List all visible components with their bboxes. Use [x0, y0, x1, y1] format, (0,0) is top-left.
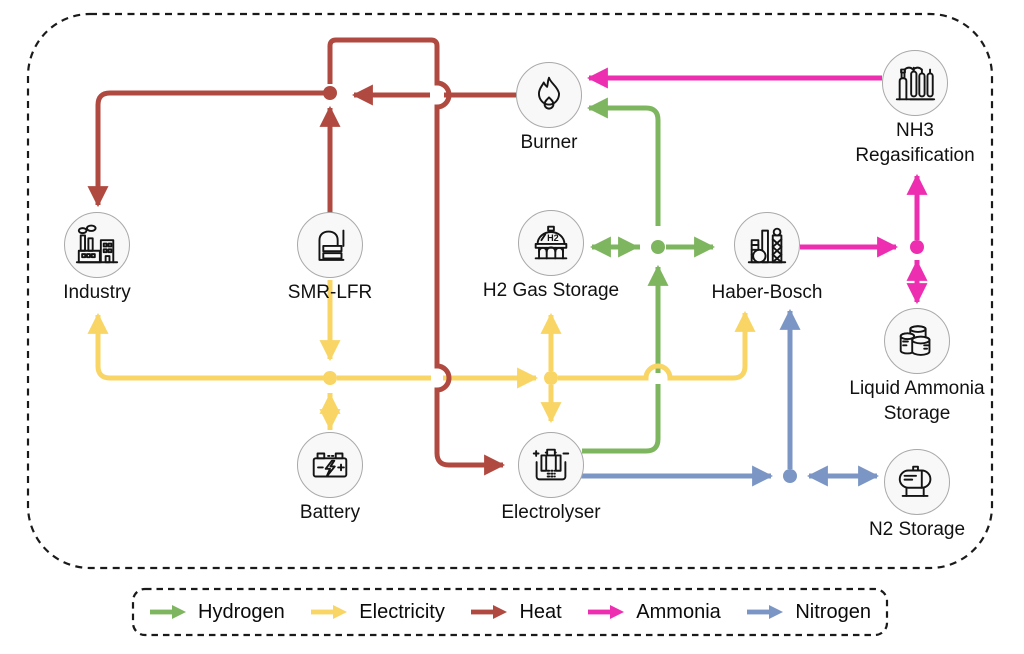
node-h2-gas-storage: H2 H2 Gas Storage [471, 210, 631, 303]
heat-flow [87, 37, 516, 476]
legend-item-heat: Heat [470, 600, 562, 624]
node-label-h2-gas-storage: H2 Gas Storage [482, 280, 620, 301]
nitrogen-flow [572, 308, 880, 487]
nitrogen-junction-dot [783, 469, 797, 483]
battery-circle [297, 432, 363, 498]
node-burner: Burner [494, 62, 604, 155]
factory-icon [75, 224, 119, 264]
ammonia-junction-dot [910, 240, 924, 254]
flame-icon [537, 76, 561, 110]
legend-label-nitrogen: Nitrogen [795, 600, 871, 623]
node-label-electrolyser: Electrolyser [501, 502, 601, 523]
n2-storage-circle [884, 449, 950, 515]
electricity-flow [87, 280, 756, 431]
horizontal-tank-icon [898, 465, 932, 497]
node-nh3-regasification: NH3 Regasification [840, 50, 990, 168]
node-label-battery: Battery [299, 502, 361, 523]
electrolyser-circle [518, 432, 584, 498]
node-haber-bosch: Haber-Bosch [697, 212, 837, 305]
haber-bosch-circle [734, 212, 800, 278]
h2-gas-storage-circle: H2 [518, 210, 584, 276]
electrolyser-cell-icon [532, 448, 570, 481]
nitrogen-arrow-icon [747, 605, 784, 619]
nh3-regasification-circle [882, 50, 948, 116]
legend-item-ammonia: Ammonia [587, 600, 721, 624]
h2-icon-text: H2 [547, 233, 559, 243]
liquid-ammonia-storage-circle [884, 308, 950, 374]
node-label-liquid-ammonia-storage: Liquid Ammonia Storage [849, 378, 985, 425]
legend-item-hydrogen: Hydrogen [149, 601, 285, 624]
node-label-n2-storage: N2 Storage [868, 519, 966, 540]
hydrogen-flow [582, 97, 716, 454]
heat-line-junction-to-industry [87, 90, 324, 208]
gas-dome-icon: H2 [534, 225, 568, 260]
legend-item-electricity: Electricity [310, 601, 445, 624]
electricity-line-bus-to-haberbosch [558, 310, 756, 381]
industry-circle [64, 212, 130, 278]
electricity-line-bus-to-industry [87, 312, 336, 381]
chemical-plant-icon [747, 227, 787, 264]
legend-label-hydrogen: Hydrogen [198, 600, 285, 623]
hydrogen-line-junction-to-burner [586, 97, 661, 226]
legend-border [131, 587, 889, 637]
node-label-haber-bosch: Haber-Bosch [711, 282, 823, 303]
node-battery: Battery [275, 432, 385, 525]
hydrogen-arrow-icon [150, 605, 186, 619]
ammonia-arrow-icon [588, 605, 625, 619]
legend-label-heat: Heat [519, 600, 562, 623]
legend: Hydrogen Electricity Heat Ammonia [133, 589, 887, 635]
electricity-arrow-icon [311, 605, 348, 619]
junction-dots [323, 86, 924, 483]
regasification-columns-icon [895, 66, 936, 101]
legend-label-electricity: Electricity [359, 600, 445, 623]
node-label-smr-lfr: SMR-LFR [287, 282, 373, 303]
electricity-junction-dot-left [323, 371, 337, 385]
node-label-industry: Industry [63, 282, 131, 303]
ammonia-flow [586, 67, 928, 305]
node-industry: Industry [42, 212, 152, 305]
node-n2-storage: N2 Storage [852, 449, 982, 542]
node-electrolyser: Electrolyser [481, 432, 621, 525]
node-smr-lfr: SMR-LFR [275, 212, 385, 305]
node-liquid-ammonia-storage: Liquid Ammonia Storage [837, 308, 997, 426]
heat-arrow-icon [471, 605, 508, 619]
burner-circle [516, 62, 582, 128]
electricity-junction-dot-right [544, 371, 558, 385]
smr-lfr-circle [297, 212, 363, 278]
reactor-icon [318, 229, 345, 261]
hydrogen-line-electrolyser-to-junction [582, 267, 658, 454]
node-label-nh3-regasification: NH3 Regasification [855, 120, 975, 167]
legend-label-ammonia: Ammonia [636, 600, 721, 623]
legend-item-nitrogen: Nitrogen [746, 601, 871, 624]
heat-line-junction-to-electrolyser [327, 37, 506, 476]
heat-junction-dot [323, 86, 337, 100]
ammonia-tanks-icon [899, 325, 931, 356]
diagram-border [26, 12, 994, 570]
hydrogen-junction-dot [651, 240, 665, 254]
node-label-burner: Burner [520, 132, 578, 153]
battery-icon [312, 452, 348, 478]
